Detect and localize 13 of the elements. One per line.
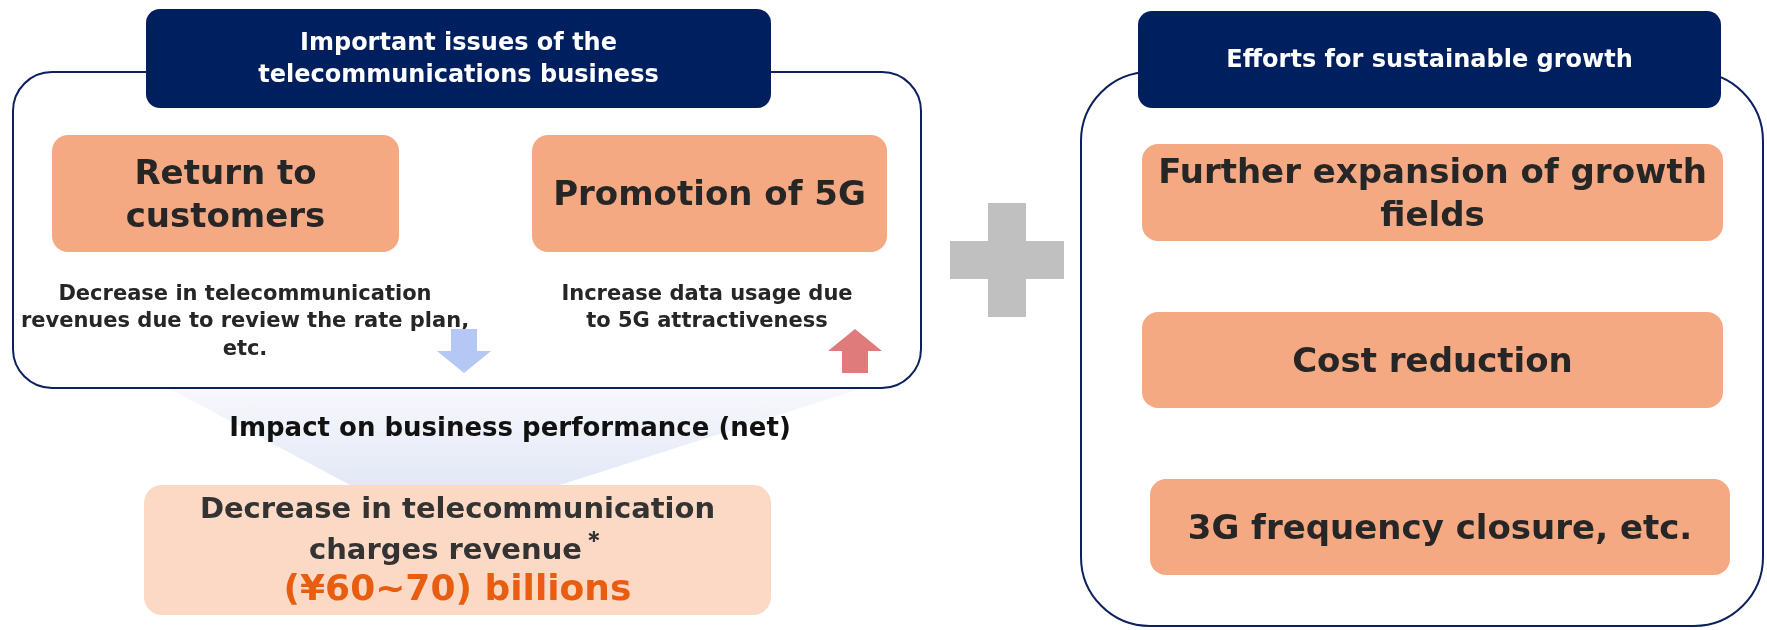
description-text: Decrease in telecommunication revenues due to review the rate plan, etc. — [20, 280, 470, 362]
issue-box: Return to customers — [52, 135, 399, 252]
result-box — [144, 485, 771, 615]
header-tab: Efforts for sustainable growth — [1138, 11, 1721, 108]
amount-text: (¥60~70) billions — [283, 566, 632, 610]
header-tab: Important issues of the telecommunications business — [146, 9, 771, 108]
issue-box: 3G frequency closure, etc. — [1150, 479, 1730, 575]
issue-box: Promotion of 5G — [532, 135, 887, 252]
issue-box: Cost reduction — [1142, 312, 1723, 408]
result-text: Decrease in telecommunication charges revenue$^{＊}$ — [198, 490, 717, 567]
impact-heading: Impact on business performance (net) — [228, 412, 792, 442]
issue-box: Further expansion of growth fields — [1142, 144, 1723, 241]
description-text: Increase data usage due to 5G attractiveness — [560, 280, 854, 335]
